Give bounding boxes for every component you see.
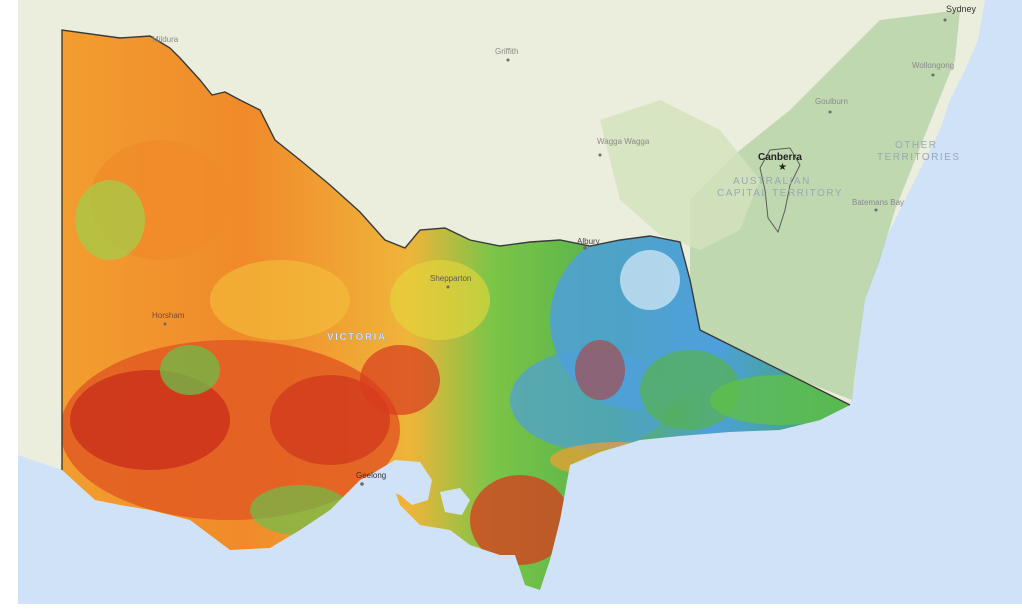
label-canberra[interactable]: Canberra (758, 152, 802, 163)
dot-batemans-bay (874, 208, 878, 212)
bottom-margin (0, 604, 1022, 609)
label-goulburn[interactable]: Goulburn (815, 97, 848, 106)
label-wagga-wagga[interactable]: Wagga Wagga (597, 137, 650, 146)
port-phillip-bay (375, 460, 432, 505)
label-mildura[interactable]: Mildura (152, 35, 179, 44)
label-albury[interactable]: Albury (577, 237, 600, 246)
label-victoria: VICTORIA (327, 332, 387, 343)
dot-shepparton (446, 285, 450, 289)
label-act-line2: CAPITAL TERRITORY (717, 188, 843, 199)
label-shepparton[interactable]: Shepparton (430, 274, 471, 283)
forest-terrain (690, 10, 960, 400)
left-margin (0, 0, 18, 609)
act-border (759, 147, 801, 234)
map-labels: Sydney Wollongong Goulburn Canberra ★ AU… (152, 4, 977, 486)
dot-wagga-wagga (598, 153, 602, 157)
dot-goulburn (828, 110, 832, 114)
label-wollongong[interactable]: Wollongong (912, 61, 954, 70)
dot-sydney (943, 18, 947, 22)
star-icon: ★ (778, 162, 787, 173)
label-griffith[interactable]: Griffith (495, 47, 518, 56)
label-sydney[interactable]: Sydney (946, 4, 977, 14)
dot-griffith (506, 58, 510, 62)
label-geelong[interactable]: Geelong (356, 471, 386, 480)
western-port-bay (440, 488, 470, 515)
dot-geelong (360, 482, 364, 486)
victoria-border (61, 29, 851, 470)
label-act-line1: AUSTRALIAN (733, 176, 811, 187)
label-batemans-bay[interactable]: Batemans Bay (852, 198, 904, 207)
forest-terrain-light (600, 100, 760, 250)
label-horsham[interactable]: Horsham (152, 311, 185, 320)
dot-horsham (163, 322, 167, 326)
dot-albury (583, 246, 587, 250)
label-other-line2: TERRITORIES (877, 152, 961, 163)
dot-wollongong (931, 73, 935, 77)
label-other-line1: OTHER (895, 140, 938, 151)
